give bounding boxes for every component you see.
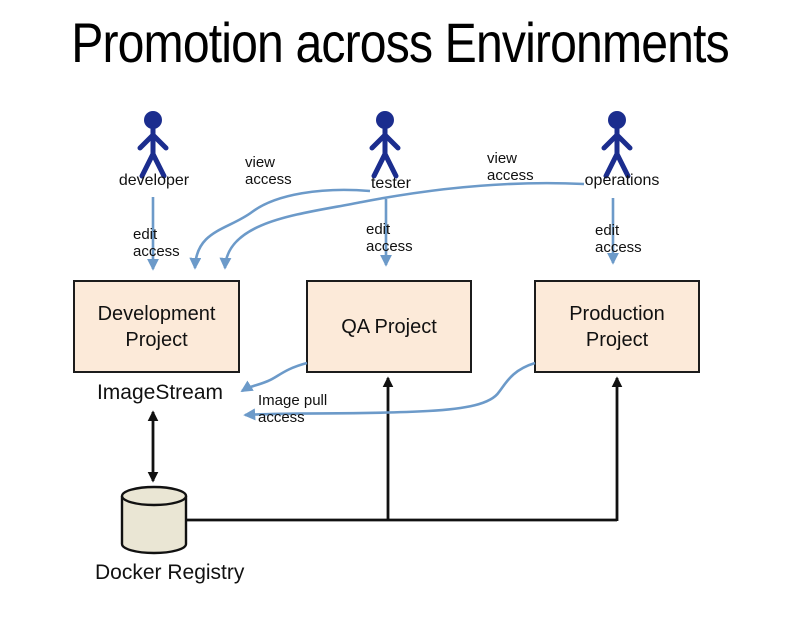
developer-label: developer xyxy=(118,172,190,189)
view-access-label-operations: view access xyxy=(487,150,534,185)
docker-registry-label: Docker Registry xyxy=(95,561,245,584)
developer-person-icon xyxy=(140,111,166,176)
qa-project-label: QA Project xyxy=(341,315,437,338)
slide-title: Promotion across Environments xyxy=(71,11,729,74)
development-project-label: Development Project xyxy=(97,302,216,351)
production-project-label: Production Project xyxy=(569,302,665,351)
qa-project-box: QA Project xyxy=(306,280,472,373)
qa-image-pull-curve xyxy=(240,361,308,393)
edit-access-label-developer: edit access xyxy=(133,226,180,261)
production-project-box: Production Project xyxy=(534,280,700,373)
tester-label: tester xyxy=(370,175,411,192)
docker-registry-cylinder-icon xyxy=(120,485,188,555)
operations-view-access-curve xyxy=(219,181,585,270)
imagestream-label: ImageStream xyxy=(96,381,224,404)
operations-label: operations xyxy=(584,172,660,189)
edit-access-label-operations: edit access xyxy=(595,222,642,257)
operations-person-icon xyxy=(604,111,630,176)
image-pull-access-label: Image pull access xyxy=(258,392,328,427)
development-project-box: Development Project xyxy=(73,280,240,373)
tester-view-access-curve xyxy=(189,188,371,270)
production-image-pull-curve xyxy=(243,361,536,421)
edit-access-label-tester: edit access xyxy=(366,221,413,256)
view-access-label-tester: view access xyxy=(245,154,292,189)
tester-person-icon xyxy=(372,111,398,176)
